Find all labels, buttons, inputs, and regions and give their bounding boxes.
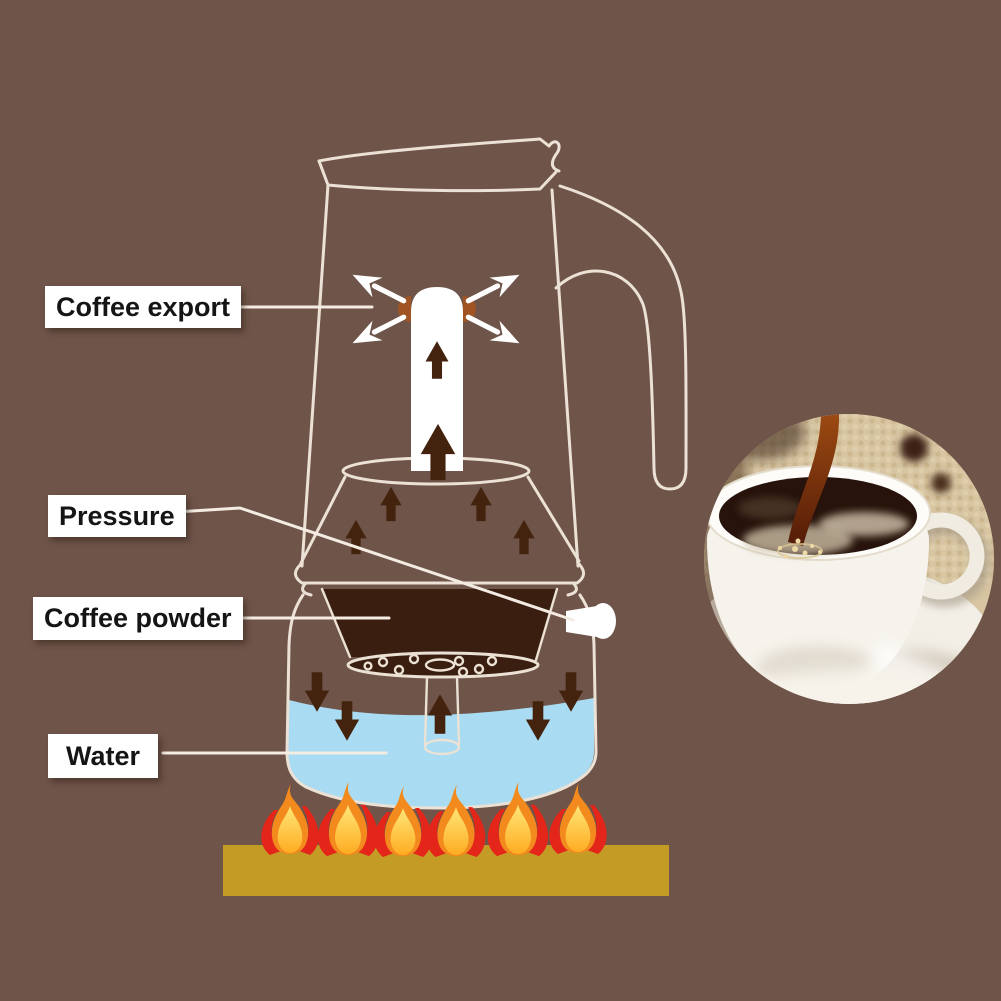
- pressure-line: [158, 506, 575, 622]
- label-coffee-powder: Coffee powder: [33, 597, 243, 640]
- up-arrow-icon: [470, 486, 492, 522]
- filter-plate: [346, 651, 540, 679]
- riser-tube: [411, 287, 463, 471]
- coffee-cup-photo: [704, 414, 994, 704]
- funnel-tube: [423, 675, 461, 756]
- flame-icon: [549, 783, 607, 854]
- pot-handle: [554, 184, 688, 491]
- label-pressure: Pressure: [48, 495, 186, 537]
- nozzle-wedge-right: [463, 296, 476, 322]
- coffee-stream: [788, 414, 840, 546]
- filter-holes: [363, 653, 498, 678]
- label-coffee-powder-text: Coffee powder: [44, 603, 232, 633]
- coffee-basket: [320, 587, 559, 679]
- safety-valve: [566, 603, 616, 639]
- pot-lid: [317, 137, 561, 193]
- label-coffee-export: Coffee export: [45, 286, 242, 328]
- nozzle-wedge-left: [398, 296, 411, 322]
- label-coffee-export-text: Coffee export: [56, 291, 231, 322]
- label-pressure-text: Pressure: [59, 500, 175, 531]
- collector-chamber: [294, 456, 585, 597]
- connector-lines: [158, 305, 575, 755]
- pot-body-right-edge: [550, 188, 580, 568]
- up-arrow-icon: [513, 519, 535, 555]
- label-water: Water: [48, 734, 159, 778]
- up-arrow-icon: [380, 486, 402, 522]
- water-fill: [288, 698, 594, 807]
- pot-body-left-edge: [300, 183, 330, 568]
- coffee-splash: [777, 538, 823, 559]
- burner-base: [223, 845, 669, 896]
- pot-outline: [294, 137, 688, 597]
- label-water-text: Water: [66, 740, 141, 771]
- flame-icon: [261, 784, 319, 855]
